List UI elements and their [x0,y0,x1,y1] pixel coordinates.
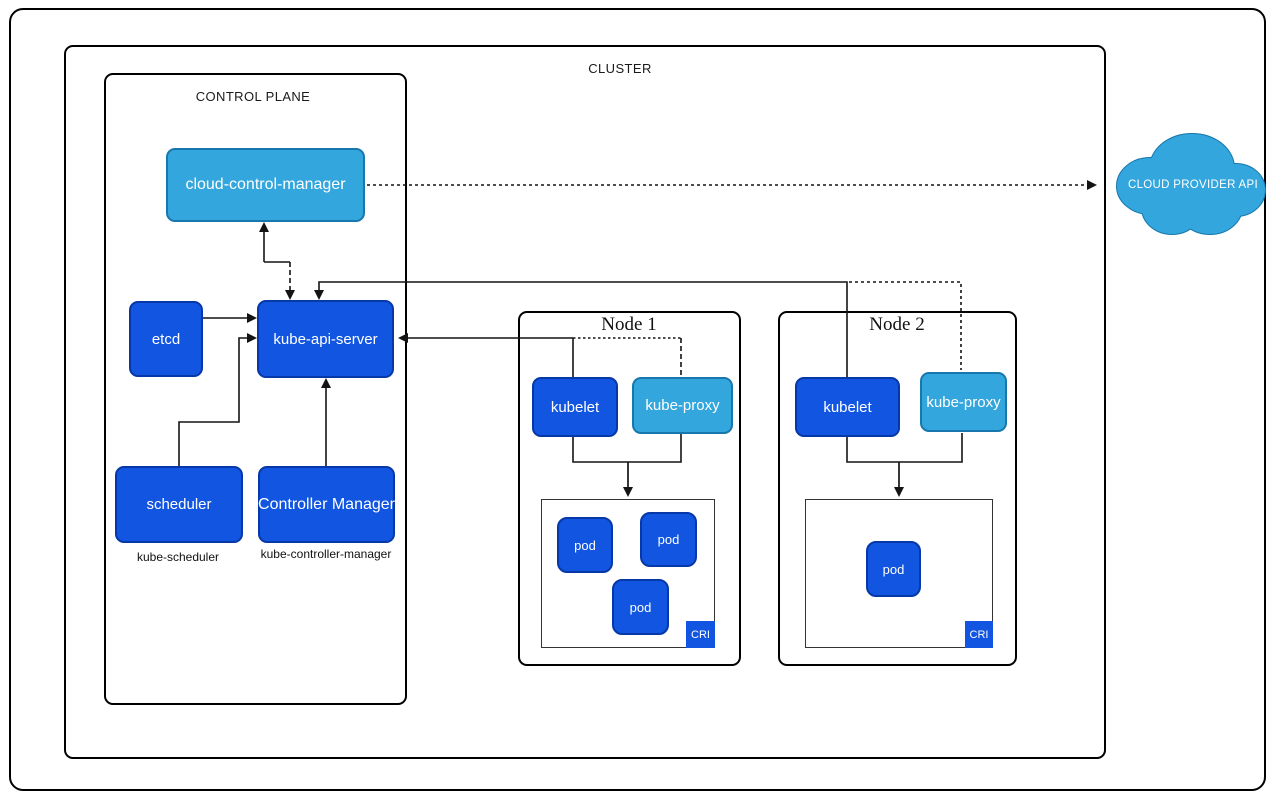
kube-api-server-box: kube-api-server [257,300,394,378]
node-2-kube-proxy-box: kube-proxy [920,372,1007,432]
pod-box: pod [612,579,669,635]
node-1-kube-proxy-box: kube-proxy [632,377,733,434]
etcd-box: etcd [129,301,203,377]
node-1-kubelet-box: kubelet [532,377,618,437]
cloud-provider-api-label: CLOUD PROVIDER API [1127,179,1258,191]
control-plane-label: CONTROL PLANE [195,89,311,104]
controller-manager-sublabel: kube-controller-manager [260,547,392,561]
controller-manager-box: Controller Manager [258,466,395,543]
pod-box: pod [557,517,613,573]
node-2-title: Node 2 [869,314,925,335]
control-plane-box [104,73,407,705]
node-2-cri-badge: CRI [965,621,993,648]
scheduler-box: scheduler [115,466,243,543]
node-2-kubelet-box: kubelet [795,377,900,437]
pod-box: pod [866,541,921,597]
node-1-cri-badge: CRI [686,621,715,648]
node-1-title: Node 1 [601,314,657,335]
cloud-control-manager-box: cloud-control-manager [166,148,365,222]
cluster-box [64,45,1106,759]
pod-box: pod [640,512,697,567]
cluster-label: CLUSTER [588,61,652,76]
scheduler-sublabel: kube-scheduler [136,550,220,564]
outer-frame [9,8,1266,791]
